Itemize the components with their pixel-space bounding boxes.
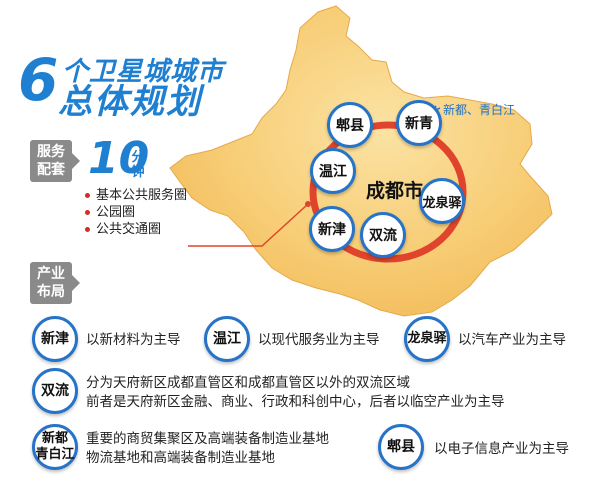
map-city-longquanyi: 龙泉驿 xyxy=(419,178,465,224)
list-item: 公共交通圈 xyxy=(84,221,187,238)
legend-city-qingbaijiang: 青白江 xyxy=(35,447,75,462)
service-tag-line-1: 服务 xyxy=(37,144,65,160)
legend-text-wenjiang: 以现代服务业为主导 xyxy=(258,332,380,348)
map-city-pixian: 郫县 xyxy=(327,102,373,148)
legend-text-shuangliu-1: 分为天府新区成都直管区和成都直管区以外的双流区域 xyxy=(86,375,410,391)
legend-city-wenjiang: 温江 xyxy=(204,316,250,362)
service-minutes-number: 10 xyxy=(88,133,150,184)
center-city-label: 成都市 xyxy=(366,180,424,202)
title-line-1: 个卫星城城市 xyxy=(62,57,225,87)
service-minutes-unit: 分钟 xyxy=(131,150,145,180)
legend-text-xindu-2: 物流基地和高端装备制造业基地 xyxy=(86,450,275,466)
list-item: 公园圈 xyxy=(84,204,187,221)
map-city-xinjin: 新津 xyxy=(309,206,355,252)
map-region-shape xyxy=(169,5,553,317)
map-annotation: 新都、青白江 xyxy=(443,103,516,117)
legend-text-longquanyi: 以汽车产业为主导 xyxy=(458,332,566,348)
legend-city-xinjin: 新津 xyxy=(32,316,78,362)
map-city-shuangliu: 双流 xyxy=(360,212,406,258)
map-city-xinqing: 新青 xyxy=(396,100,442,146)
legend-city-xindu: 新都 xyxy=(41,431,68,446)
title-number: 6 xyxy=(18,46,59,114)
industry-tag-line-2: 布局 xyxy=(37,284,65,300)
title-line-2: 总体规划 xyxy=(58,82,202,122)
industry-tag-arrow xyxy=(72,275,80,291)
legend-city-xindu-qingbaijiang: 新都 青白江 xyxy=(32,424,78,470)
legend-text-xindu-1: 重要的商贸集聚区及高端装备制造业基地 xyxy=(86,431,329,447)
legend-text-pixian: 以电子信息产业为主导 xyxy=(434,441,569,457)
leader-line xyxy=(188,203,309,247)
industry-tag: 产业 布局 xyxy=(30,262,72,304)
legend-city-pixian: 郫县 xyxy=(378,424,424,470)
industry-tag-line-1: 产业 xyxy=(37,266,65,282)
service-items: 基本公共服务圈 公园圈 公共交通圈 xyxy=(84,187,187,238)
legend-city-longquanyi: 龙泉驿 xyxy=(404,316,450,362)
legend-city-shuangliu: 双流 xyxy=(32,368,78,414)
legend-text-xinjin: 以新材料为主导 xyxy=(86,332,181,348)
legend-text-shuangliu-2: 前者是天府新区金融、商业、行政和科创中心，后者以临空产业为主导 xyxy=(86,394,505,410)
service-tag: 服务 配套 xyxy=(30,140,72,182)
map-city-wenjiang: 温江 xyxy=(310,148,356,194)
list-item: 基本公共服务圈 xyxy=(84,187,187,204)
service-tag-line-2: 配套 xyxy=(37,162,65,178)
service-tag-arrow xyxy=(72,153,80,169)
